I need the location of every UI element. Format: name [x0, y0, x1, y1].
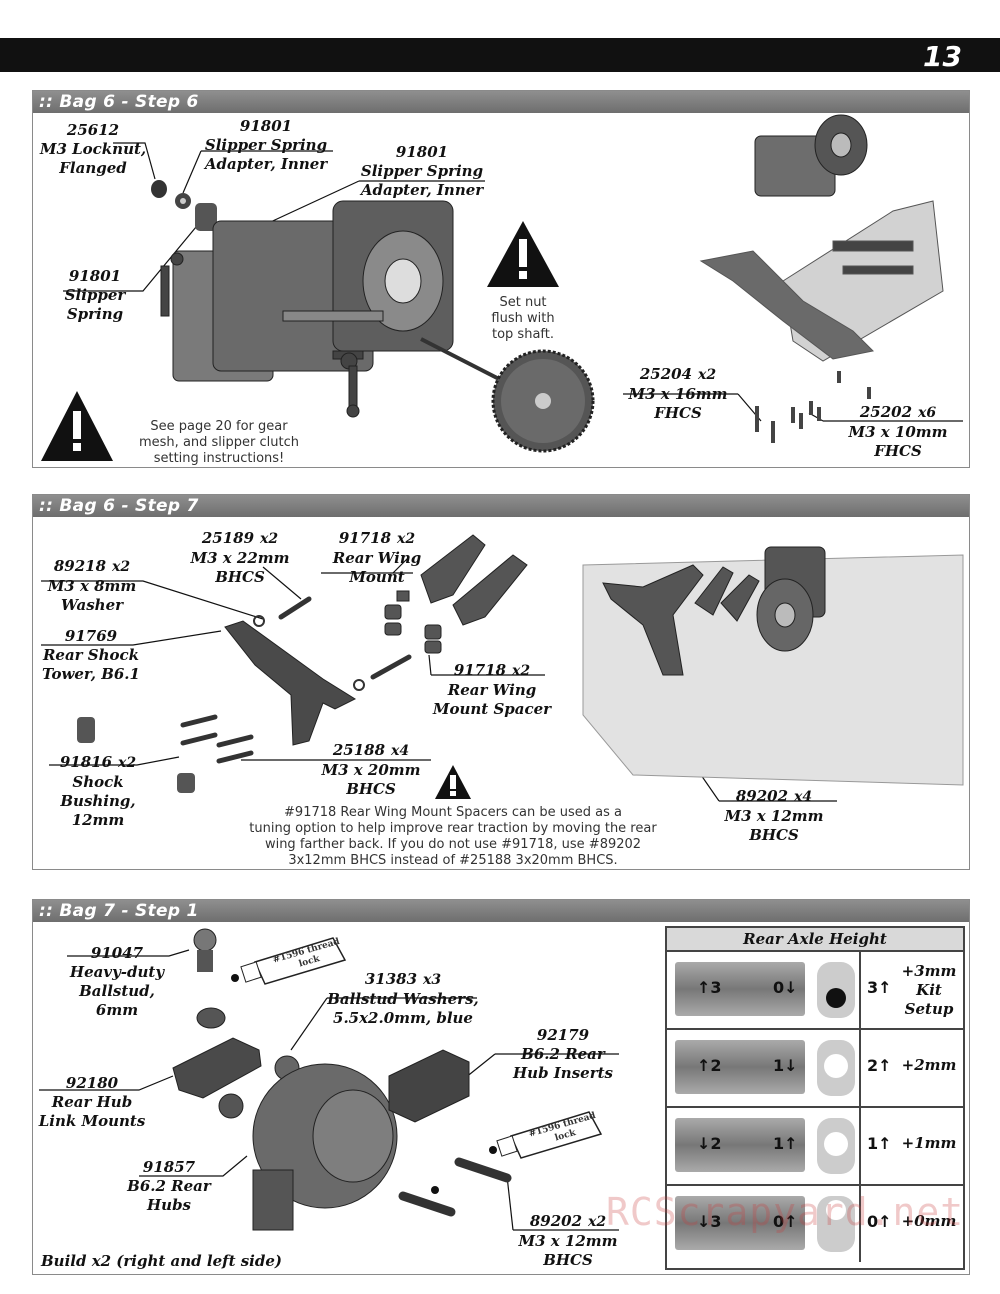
top-bar: [0, 38, 1000, 72]
watermark: RCScrapyard.net: [606, 1190, 965, 1234]
page-number: 13: [923, 40, 962, 73]
part-25612-label: 25612 M3 Locknut, Flanged: [39, 121, 147, 177]
table-title: Rear Axle Height: [667, 928, 963, 952]
part-91801-spring-label: 91801 Slipper Spring: [64, 267, 126, 323]
axle-row: ↓2 1↑ 1↑ +1mm: [667, 1108, 963, 1186]
note-gear-mesh: See page 20 for gear mesh, and slipper c…: [139, 419, 299, 466]
axle-row: ↑3 0↓ 3↑ +3mm Kit Setup: [667, 952, 963, 1030]
warning-icon: [41, 391, 113, 461]
step7-illustration: [41, 534, 964, 802]
warning-icon: [435, 765, 471, 799]
part-91801-adapter-label-2: 91801 Slipper Spring Adapter, Inner: [360, 143, 484, 199]
step-panel-bag6-step6: :: Bag 6 - Step 6: [32, 90, 970, 468]
step-panel-bag7-step1: :: Bag 7 - Step 1: [32, 899, 970, 1275]
note-set-nut: Set nut flush with top shaft.: [491, 295, 555, 342]
build-note: Build x2 (right and left side): [41, 1252, 282, 1270]
hub-illustration: [39, 928, 619, 1231]
note-wing-spacer: #91718 Rear Wing Mount Spacers can be us…: [249, 805, 657, 868]
step6-illustration: [41, 114, 963, 461]
part-91801-adapter-label: 91801 Slipper Spring Adapter, Inner: [204, 117, 328, 173]
part-91047-label: 91047 Heavy-duty Ballstud, 6mm: [69, 944, 165, 1019]
step-title: :: Bag 6 - Step 6: [33, 91, 969, 113]
part-91857-label: 91857 B6.2 Rear Hubs: [127, 1158, 211, 1214]
warning-icon: [487, 221, 559, 287]
rear-axle-height-table: Rear Axle Height ↑3 0↓ 3↑ +3mm Kit Setup…: [665, 926, 965, 1270]
step-panel-bag6-step7: :: Bag 6 - Step 7: [32, 494, 970, 870]
part-92180-label: 92180 Rear Hub Link Mounts: [38, 1074, 146, 1130]
threadlock-tube-icon: [496, 1111, 603, 1159]
step-title: :: Bag 7 - Step 1: [33, 900, 969, 922]
threadlock-tube-icon: [240, 937, 347, 985]
part-92179-label: 92179 B6.2 Rear Hub Inserts: [513, 1026, 613, 1082]
axle-row: ↑2 1↓ 2↑ +2mm: [667, 1030, 963, 1108]
step-title: :: Bag 6 - Step 7: [33, 495, 969, 517]
axle-row: ↓3 0↑ 0↑ +0mm: [667, 1186, 963, 1262]
part-91769-label: 91769 Rear Shock Tower, B6.1: [42, 627, 140, 683]
